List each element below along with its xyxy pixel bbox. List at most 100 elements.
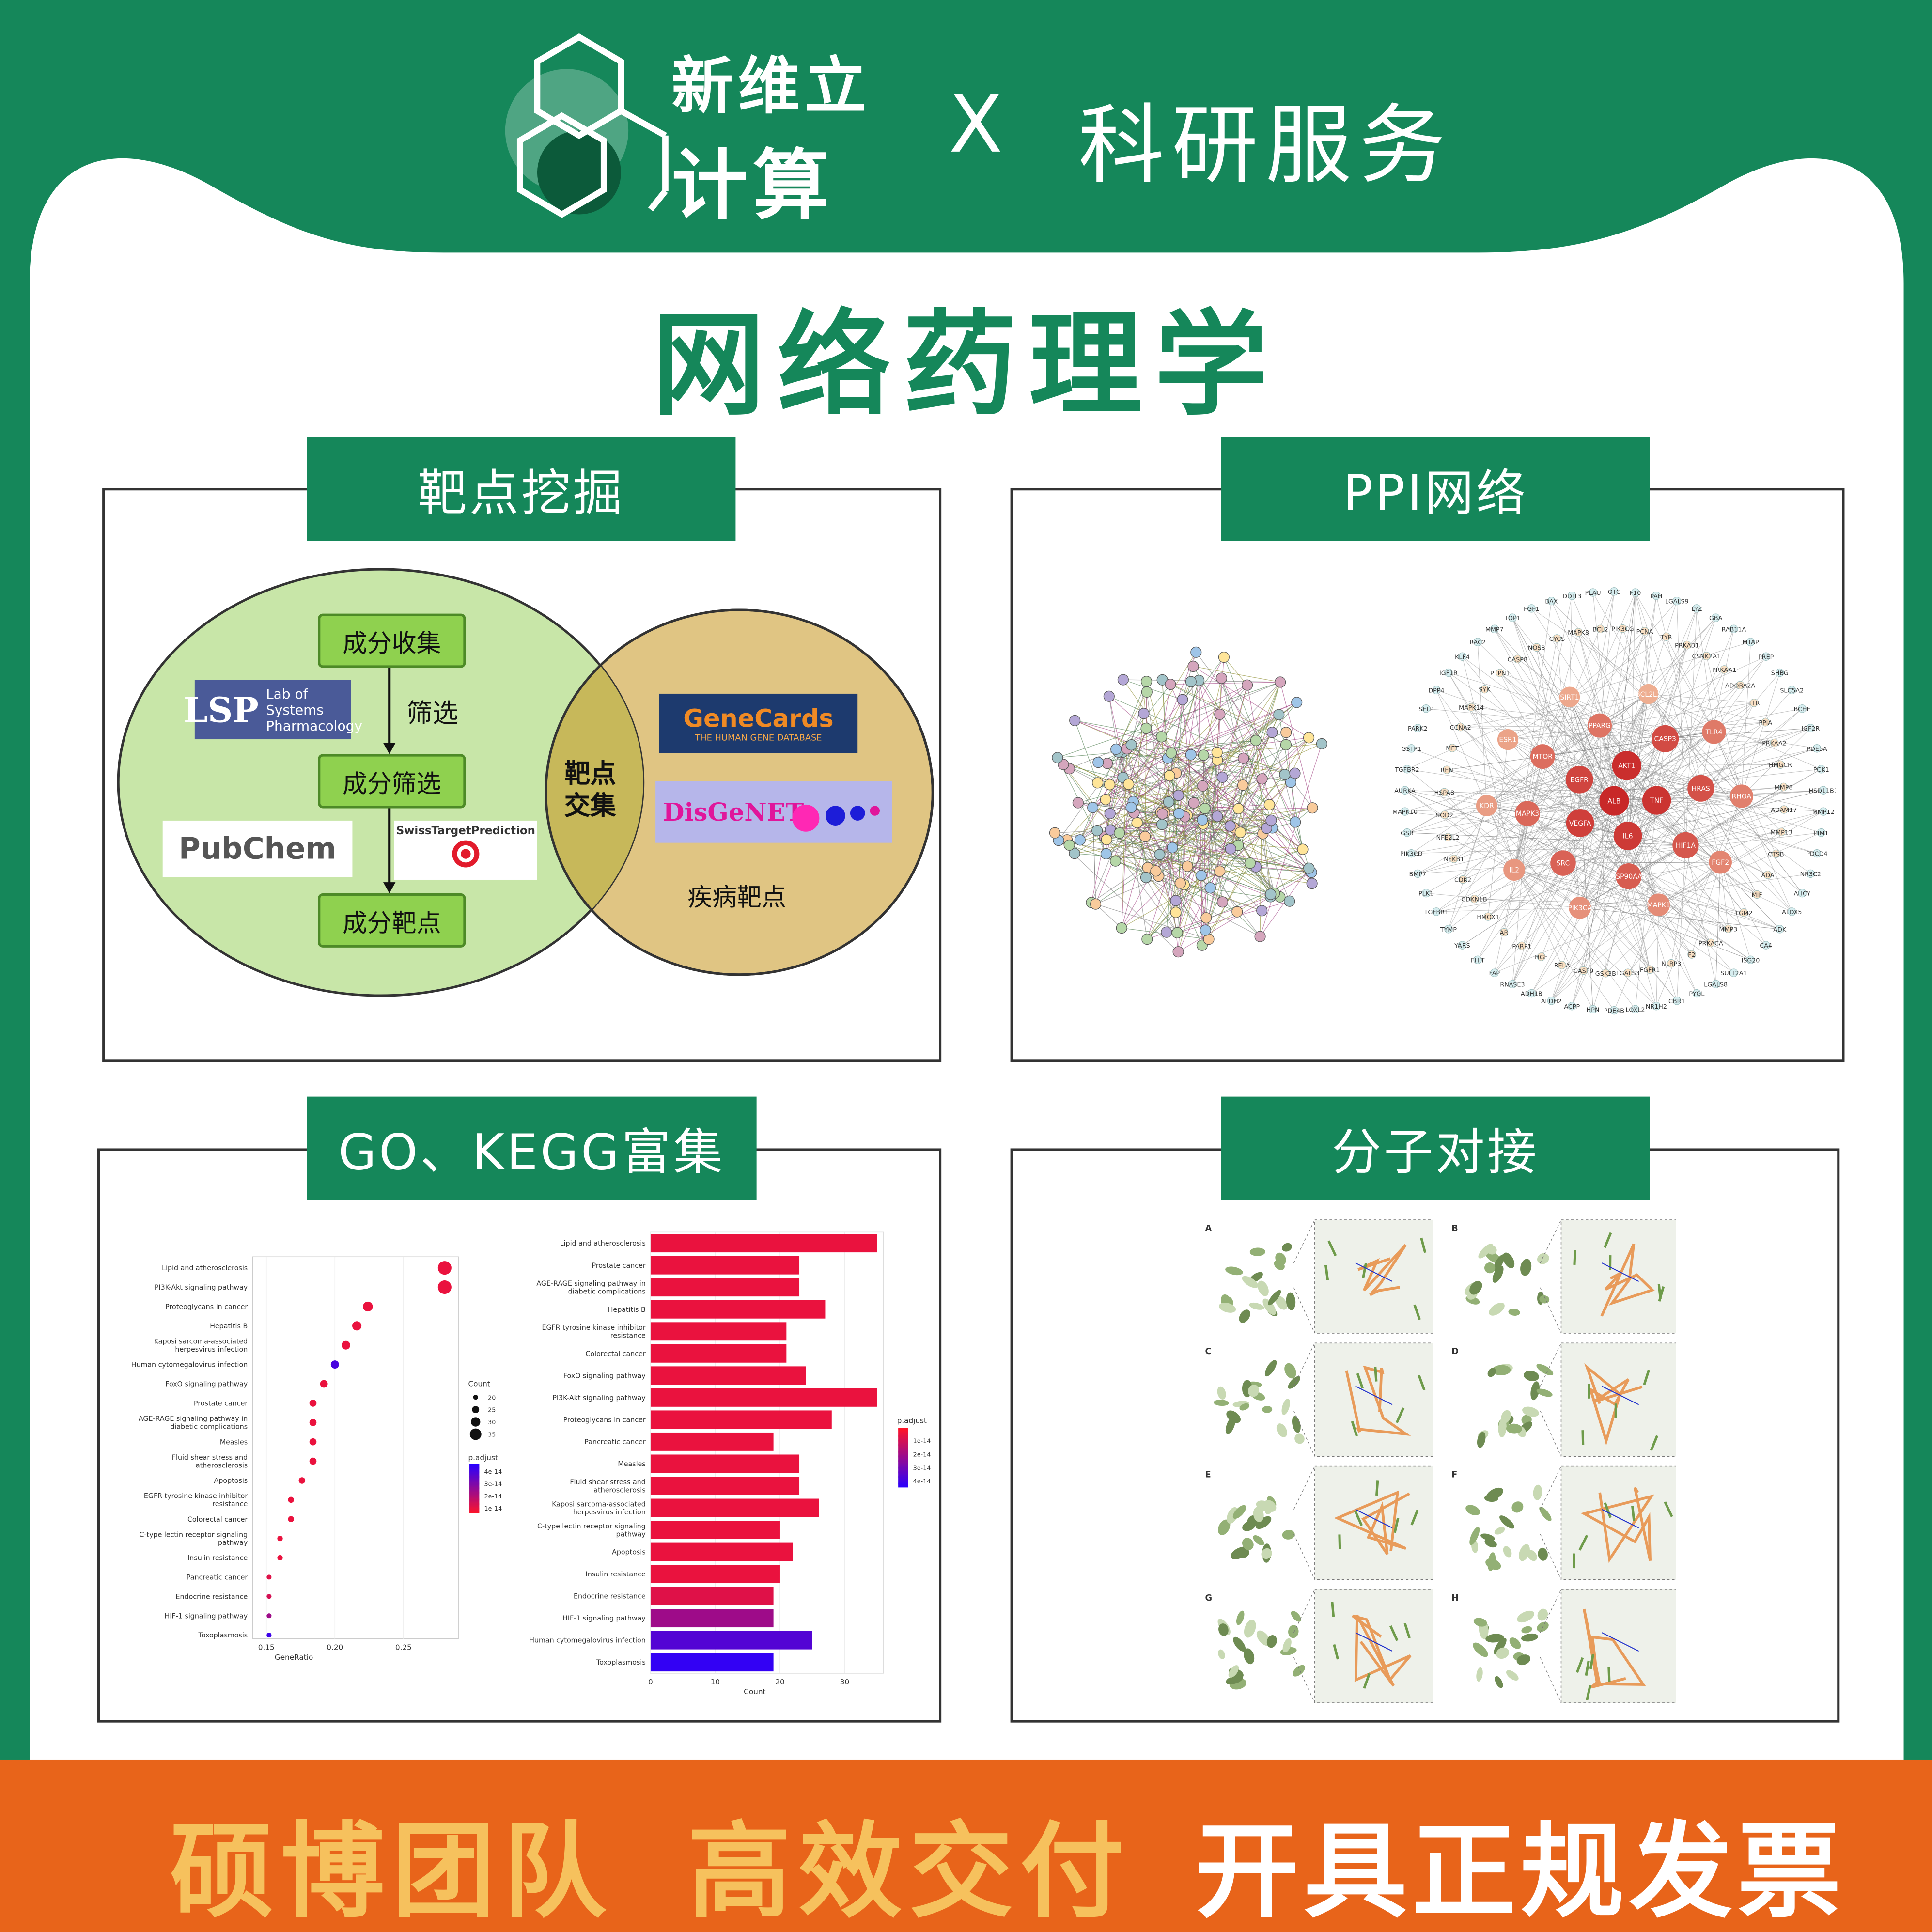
dot-legend-p-swatch: [469, 1504, 480, 1506]
ppi-outer-node: [1596, 624, 1605, 633]
protein-helix: [1524, 1371, 1539, 1381]
residue: [1331, 1602, 1335, 1617]
ppi-outer-node: [1761, 941, 1770, 950]
dot-point: [288, 1516, 294, 1522]
zoom-line: [1293, 1466, 1315, 1510]
dot-legend-p-swatch: [469, 1498, 480, 1500]
ppi-outer-label: F10: [1630, 589, 1641, 596]
bar-y-tick: Human cytomegalovirus infection: [529, 1637, 645, 1645]
bar-y-tick: Hepatitis B: [608, 1306, 646, 1314]
ppi-string-node: [1244, 857, 1256, 869]
zoom-line: [1293, 1534, 1315, 1580]
dot-x-label: GeneRatio: [275, 1653, 313, 1662]
ppi-outer-node: [1537, 952, 1546, 961]
ppi-outer-node: [1458, 941, 1467, 950]
bar-y-tick: Insulin resistance: [586, 1571, 646, 1578]
ppi-outer-label: AHCY: [1794, 890, 1811, 897]
protein-helix: [1469, 1280, 1482, 1295]
ppi-outer-node: [1473, 638, 1482, 646]
bar-mark: [650, 1653, 774, 1672]
ppi-outer-label: MIF: [1752, 891, 1762, 899]
protein-helix: [1281, 1243, 1292, 1252]
bar-y-tick: AGE-RAGE signaling pathway in: [536, 1280, 645, 1288]
ppi-outer-node: [1819, 807, 1828, 816]
protein-helix: [1465, 1505, 1480, 1515]
dot-legend-p-swatch: [469, 1467, 480, 1469]
bar-mark: [650, 1234, 877, 1253]
bar-legend-p-swatch: [898, 1452, 908, 1454]
ppi-string-node: [1197, 814, 1208, 826]
ppi-outer-label: REN: [1440, 766, 1453, 774]
dot-legend-count-mark: [469, 1428, 482, 1440]
ppi-string-node: [1263, 799, 1275, 810]
residue: [1362, 1262, 1368, 1278]
dot-legend-p-swatch: [469, 1470, 480, 1472]
ppi-outer-label: PIK3CD: [1400, 850, 1423, 857]
bar-mark: [650, 1521, 780, 1539]
dot-point: [298, 1477, 306, 1484]
protein-helix: [1225, 1416, 1236, 1434]
ppi-hub-label: SRC: [1557, 860, 1570, 868]
dot-legend-p-swatch: [469, 1484, 480, 1486]
bar-legend-p-swatch: [898, 1481, 908, 1483]
protein-helix: [1484, 1539, 1497, 1548]
dot-point: [309, 1457, 317, 1465]
residue: [1403, 1622, 1411, 1639]
protein-helix: [1214, 1400, 1229, 1406]
ppi-hub-node: [1587, 713, 1612, 738]
ppi-string-node: [1216, 771, 1228, 783]
ppi-outer-label: CA4: [1760, 942, 1772, 949]
dot-y-tick: pathway: [218, 1539, 248, 1547]
bar-y-tick: Toxoplasmosis: [596, 1659, 646, 1667]
dot-legend-p-label: 2e-14: [484, 1493, 502, 1500]
ppi-outer-node: [1513, 654, 1522, 663]
ppi-outer-node: [1776, 760, 1785, 769]
ppi-string-node: [1161, 926, 1172, 938]
dot-legend-p-swatch: [469, 1511, 480, 1512]
ppi-outer-label: GSTP1: [1402, 745, 1421, 752]
hbond: [1355, 1509, 1393, 1528]
bar-legend-p-swatch: [898, 1441, 908, 1443]
ppi-string-node: [1164, 770, 1175, 781]
ppi-outer-node: [1631, 588, 1640, 597]
bar-mark: [650, 1631, 812, 1650]
docking-label: D: [1451, 1346, 1459, 1356]
ppi-string-node: [1265, 814, 1277, 826]
residue: [1575, 1657, 1584, 1673]
ppi-string-node: [1188, 797, 1200, 809]
bar-legend-p-swatch: [898, 1450, 908, 1452]
dot-point: [266, 1594, 272, 1599]
docking-pose: G: [1205, 1589, 1433, 1703]
protein-helix: [1286, 1292, 1296, 1310]
bar-legend-p-swatch: [898, 1432, 908, 1433]
dot-legend-p-swatch: [469, 1475, 480, 1477]
dot-y-tick: atherosclerosis: [196, 1462, 248, 1469]
ppi-outer-node: [1652, 1002, 1661, 1011]
slogan-team: 硕博团队: [170, 1811, 614, 1932]
zoom-line: [1540, 1534, 1562, 1580]
ppi-string-node: [1069, 848, 1080, 859]
ppi-outer-node: [1574, 628, 1583, 637]
ppi-outer-label: HMOX1: [1477, 913, 1499, 920]
ppi-string-node: [1190, 646, 1202, 658]
protein-helix: [1516, 1654, 1531, 1666]
ppi-outer-label: MMP3: [1719, 925, 1737, 933]
dot-legend-count-label: 25: [488, 1406, 496, 1414]
residue: [1573, 1250, 1576, 1265]
dot-y-tick: Toxoplasmosis: [198, 1632, 248, 1639]
protein-helix: [1262, 1406, 1273, 1413]
ppi-string-node: [1290, 816, 1301, 828]
ppi-outer-node: [1448, 744, 1457, 752]
zoom-line: [1540, 1466, 1562, 1510]
residue: [1393, 1517, 1400, 1533]
ppi-outer-node: [1553, 634, 1561, 643]
zoom-line: [1540, 1287, 1562, 1334]
protein-helix: [1219, 1303, 1236, 1313]
bar-mark: [650, 1542, 793, 1561]
dot-legend-p-swatch: [469, 1473, 480, 1475]
dot-legend-p-swatch: [469, 1476, 480, 1478]
dot-legend-p-swatch: [469, 1497, 480, 1499]
ppi-string-node: [1117, 674, 1129, 686]
bar-y-tick: Colorectal cancer: [586, 1350, 646, 1358]
ppi-outer-node: [1798, 888, 1807, 898]
